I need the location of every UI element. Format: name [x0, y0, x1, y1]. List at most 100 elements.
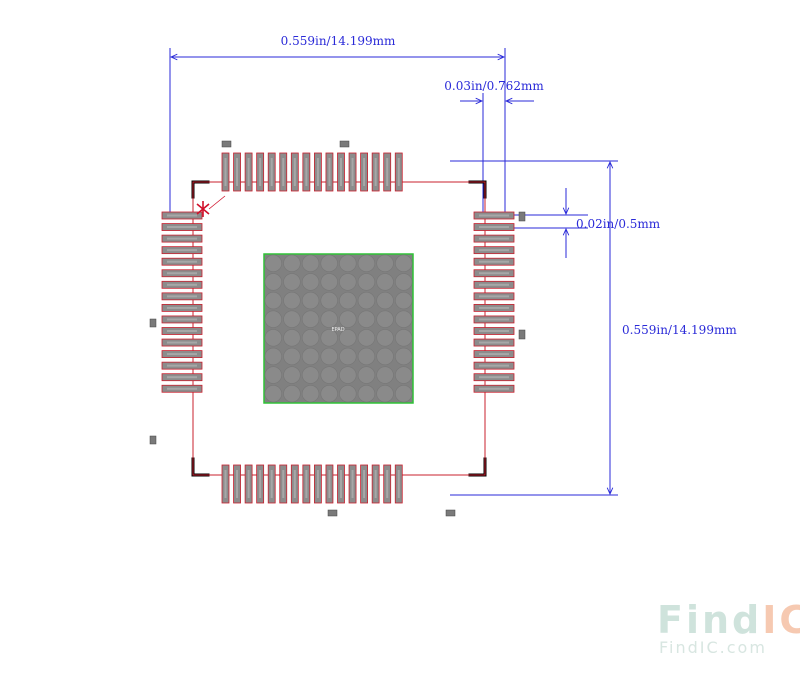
epad-thermal-via	[376, 291, 394, 310]
epad-thermal-via	[376, 366, 394, 384]
pin-pad-bottom-center	[374, 470, 377, 498]
pin-pad-left-center	[167, 306, 197, 309]
findic-watermark: FindIC FindIC.com	[655, 598, 800, 660]
epad-thermal-via	[395, 254, 413, 272]
pin-pad-right-center	[479, 376, 509, 379]
epad-thermal-via	[301, 291, 320, 310]
overall-width-label: 0.559in/14.199mm	[281, 34, 396, 48]
pin-pad-right-center	[479, 226, 509, 229]
epad-thermal-via	[264, 385, 282, 403]
fiducial-bottom-right	[445, 509, 456, 517]
pin-pad-top-center	[305, 158, 308, 186]
epad-thermal-via	[301, 385, 320, 403]
epad-thermal-via	[320, 329, 338, 347]
pin-pad-right-center	[479, 318, 509, 321]
pin-pad-left-center	[167, 272, 197, 275]
epad-thermal-via	[395, 347, 413, 366]
findic-url: FindIC.com	[659, 638, 767, 657]
epad-thermal-via	[357, 310, 376, 328]
epad-thermal-via	[320, 254, 338, 272]
epad-thermal-via	[357, 273, 376, 291]
fiducial-top-center	[339, 140, 350, 148]
pin-pad-bottom-center	[247, 470, 250, 498]
epad-thermal-via	[339, 310, 357, 328]
pin-pad-left-center	[167, 364, 197, 367]
pad-width-label: 0.03in/0.762mm	[444, 79, 544, 93]
epad-thermal-via	[395, 385, 413, 403]
silkscreen-corner-bottom-left	[191, 457, 210, 477]
epad-thermal-via	[264, 329, 282, 347]
pin-pad-right-center	[479, 249, 509, 252]
pin-pad-right-center	[479, 364, 509, 367]
pin-pad-top-center	[316, 158, 319, 186]
epad-thermal-via	[395, 366, 413, 384]
epad-thermal-via	[357, 291, 376, 310]
epad-thermal-via	[357, 385, 376, 403]
pin-pad-top-center	[363, 158, 366, 186]
silkscreen-corner-top-left	[191, 180, 210, 199]
epad-thermal-via	[283, 329, 301, 347]
pin-pad-right-center	[479, 330, 509, 332]
pin-pad-left-center	[167, 341, 197, 344]
pin-pad-top-center	[351, 158, 354, 186]
epad-thermal-via	[339, 366, 357, 384]
epad-thermal-via	[339, 385, 357, 403]
epad-thermal-via	[357, 366, 376, 384]
pin-pad-left-center	[167, 214, 197, 217]
pin-pad-right-center	[479, 214, 509, 217]
epad-thermal-via	[376, 254, 394, 272]
pin-pad-right-center	[479, 272, 509, 275]
pin-pad-bottom-center	[305, 470, 308, 498]
pin-pad-left-center	[167, 249, 197, 252]
epad-thermal-via	[301, 329, 320, 347]
pin-pad-left-center	[167, 260, 197, 263]
pin-pad-left-center	[167, 295, 197, 298]
epad-thermal-via	[339, 329, 357, 347]
epad-thermal-via	[376, 310, 394, 328]
pin-pad-bottom-center	[363, 470, 366, 498]
epad-thermal-via	[264, 291, 282, 310]
pin-pad-bottom-center	[224, 470, 227, 498]
epad-thermal-via	[395, 273, 413, 291]
epad-thermal-via	[320, 310, 338, 328]
pin-pad-right-center	[479, 260, 509, 263]
pin-pad-bottom-center	[397, 470, 400, 498]
epad-thermal-via	[357, 254, 376, 272]
fiducial-left-bottom	[149, 435, 157, 445]
epad-thermal-via	[283, 254, 301, 272]
epad-thermal-via	[264, 273, 282, 291]
fiducial-right-mid	[518, 329, 526, 340]
pin-pad-bottom-center	[236, 470, 239, 498]
epad-thermal-via	[357, 347, 376, 366]
pin-pad-left-center	[167, 283, 197, 286]
exposed-pad	[263, 253, 414, 404]
pin-pad-bottom-center	[340, 470, 342, 498]
pin-pad-bottom-center	[282, 470, 285, 498]
epad-thermal-via	[301, 310, 320, 328]
epad-label: EPAD	[331, 327, 344, 333]
pin-pads	[161, 152, 515, 504]
silkscreen-corner-bottom-right	[468, 457, 487, 477]
pin-pad-top-center	[293, 158, 296, 186]
epad-thermal-via	[283, 347, 301, 366]
epad-thermal-via	[301, 254, 320, 272]
pin-pad-top-center	[328, 158, 331, 186]
epad-thermal-via	[339, 273, 357, 291]
pin-pad-top-center	[397, 158, 400, 186]
pin-pad-bottom-center	[259, 470, 262, 498]
pin-pad-left-center	[167, 353, 197, 356]
epad-thermal-via	[376, 385, 394, 403]
epad-thermal-via	[264, 254, 282, 272]
epad-thermal-via	[283, 273, 301, 291]
fiducial-left-mid	[149, 318, 157, 328]
epad-thermal-via	[395, 310, 413, 328]
pin-pad-right-center	[479, 353, 509, 356]
pin-pad-top-center	[386, 158, 389, 186]
pin-pad-left-center	[167, 226, 197, 229]
pin-pad-bottom-center	[316, 470, 319, 498]
pin-pad-top-center	[236, 158, 239, 186]
epad-thermal-via	[320, 385, 338, 403]
pin-pad-top-center	[282, 158, 285, 186]
pin-pad-bottom-center	[351, 470, 354, 498]
